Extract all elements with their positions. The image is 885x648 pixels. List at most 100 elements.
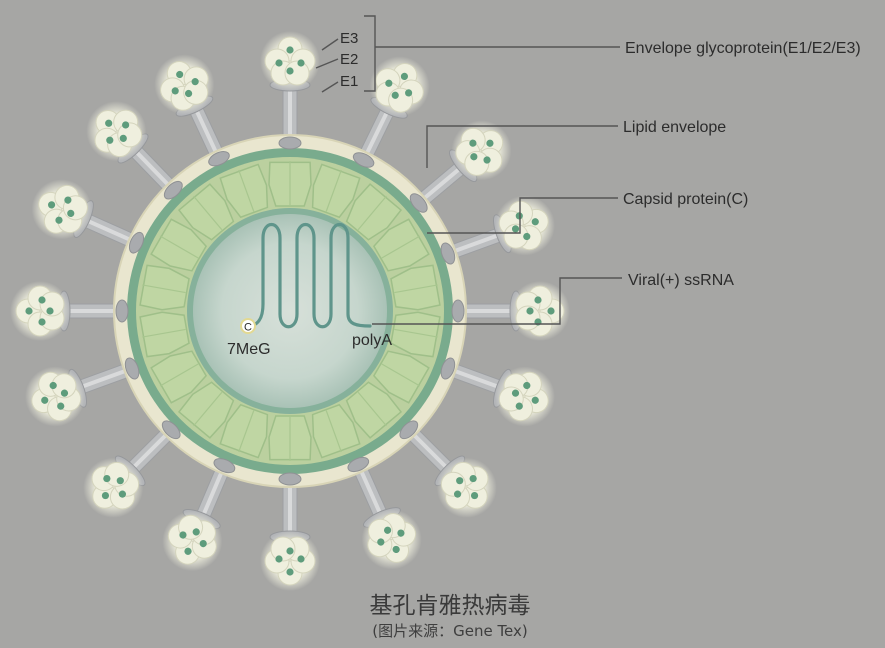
capsomer-divider (394, 328, 438, 338)
glycoprotein-anchor-layer (115, 136, 465, 486)
capsomer (150, 350, 208, 404)
spike-head-dot (275, 555, 283, 563)
spike-head-dot (486, 139, 494, 147)
capsid-protein-segments (139, 161, 441, 461)
spike-head-dot (534, 296, 542, 304)
spike-head-dot (405, 89, 413, 97)
spike-anchor (213, 458, 236, 474)
capsomer-divider (238, 169, 255, 212)
spike-head-dot (297, 59, 305, 67)
spike-stalk-highlight (288, 471, 292, 541)
envelope-glycoprotein-label: Envelope glycoprotein(E1/E2/E3) (625, 40, 861, 57)
viral-rna-label: Viral(+) ssRNA (628, 272, 734, 289)
spike-head-dot (105, 119, 113, 127)
spike-anchor (278, 472, 302, 486)
capsomer (390, 264, 441, 311)
spike-head-dot (122, 121, 130, 129)
glycoprotein-spike (260, 464, 320, 591)
cap-label-7meg: 7MeG (227, 341, 271, 358)
spike-anchor (347, 456, 370, 473)
spike-head-dot (531, 396, 539, 404)
spike-head-dot (515, 402, 523, 410)
spike-anchor (440, 357, 456, 380)
capsomer (139, 311, 190, 358)
capsomer-divider (159, 363, 199, 387)
spike-head-dot (377, 538, 385, 546)
spike-head-dot (384, 526, 392, 534)
capsomer (311, 163, 361, 219)
spike-head-dot (119, 134, 127, 142)
spike-head-dot (470, 491, 479, 500)
spike-head-dot (469, 139, 477, 147)
capsomer (219, 403, 269, 459)
spike-head-dot (275, 59, 283, 67)
spike-head-dot (47, 201, 56, 209)
e2-label: E2 (340, 51, 358, 68)
figure-source: (图片来源：Gene Tex) (372, 622, 528, 640)
spike-anchor (163, 180, 183, 200)
spike-stalk-highlight (450, 309, 520, 313)
viral-rna-leader (372, 277, 622, 325)
spike-head-dot (547, 307, 555, 315)
spike-head-dot (192, 528, 200, 536)
spike-stalk-highlight (60, 309, 130, 313)
e2-leader (315, 58, 339, 69)
spike-head-dot (118, 490, 127, 498)
spike-head-dot (470, 153, 478, 161)
spike-head-dot (392, 545, 400, 554)
capsomer-divider (325, 169, 342, 212)
spike-anchor (128, 231, 145, 254)
viral-rna-genome: C 7MeG polyA (227, 222, 392, 358)
spike-head-dot (55, 216, 63, 224)
capsomer (139, 264, 190, 311)
spike-head-lobe (183, 79, 209, 105)
nucleocapsid-core (193, 214, 387, 408)
spike-anchor (161, 420, 181, 440)
capsomer (372, 350, 430, 404)
spike-head-lobe (284, 60, 310, 86)
spike-anchor (399, 420, 419, 440)
spike-head-dot (511, 225, 520, 233)
capsid-protein-label: Capsid protein(C) (623, 191, 748, 208)
spike-head-lobe (39, 291, 65, 317)
spike-head-dot (179, 531, 187, 539)
spike-anchor (208, 151, 230, 167)
capsomer-divider (142, 284, 186, 294)
spike-head-dot (397, 529, 405, 537)
spike-head-dot (531, 218, 539, 226)
capsomer (372, 218, 430, 272)
glycoprotein-bracket (364, 15, 620, 92)
capsomer-divider (357, 391, 387, 427)
spike-head-lobe (270, 536, 296, 562)
spike-head-dot (25, 307, 33, 315)
spike-head-dot (38, 318, 46, 326)
rna-strand (246, 222, 372, 329)
spike-anchor (124, 357, 140, 380)
e3-leader (321, 38, 339, 51)
e1-label: E1 (340, 73, 358, 90)
e3-label: E3 (340, 30, 358, 47)
spike-head-dot (191, 77, 199, 86)
spike-head-dot (101, 491, 110, 500)
spike-head-dot (523, 232, 531, 241)
capsomer-divider (381, 235, 421, 259)
spike-head-lobe (503, 223, 529, 249)
spike-head-dot (106, 136, 114, 144)
capsomer-divider (142, 328, 186, 338)
spike-head-dot (49, 381, 57, 390)
capsomer (150, 218, 208, 272)
spike-head-dot (57, 402, 65, 410)
spike-head-dot (116, 477, 124, 485)
glycoprotein-spike (395, 416, 497, 518)
callout-lines (315, 15, 622, 325)
spike-head-dot (286, 547, 294, 555)
spike-head-dot (38, 296, 46, 304)
spike-head-dot (46, 307, 54, 315)
spike-head-dot (67, 209, 75, 217)
capsid-protein-leader (427, 197, 618, 234)
spike-head-lobe (51, 373, 77, 399)
cap-marker (240, 318, 256, 334)
spike-head-dot (456, 477, 464, 485)
spike-head-dot (469, 474, 477, 483)
capsomer (311, 403, 361, 459)
